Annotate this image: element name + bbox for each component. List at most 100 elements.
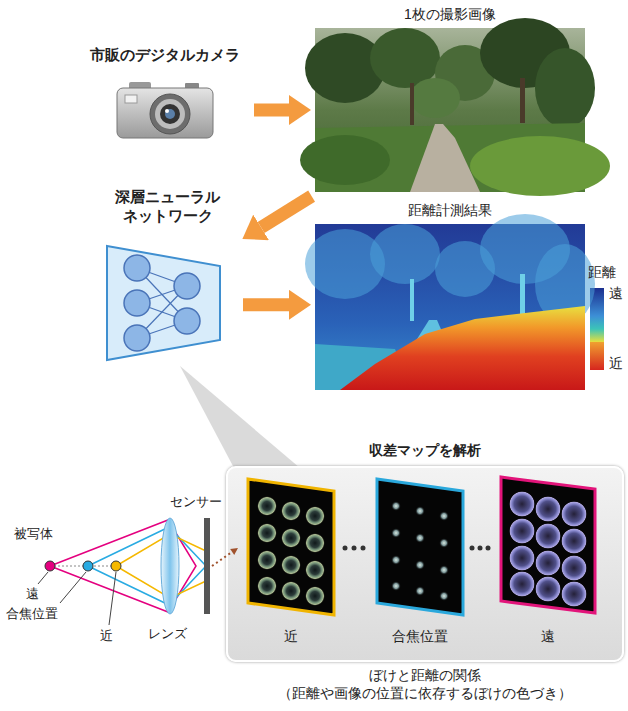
blur-spot — [415, 506, 425, 516]
blur-spot — [391, 555, 401, 565]
map-frame — [248, 479, 334, 615]
blur-spot — [305, 533, 325, 553]
leader-line — [38, 572, 48, 584]
depth-map — [315, 224, 585, 390]
near-point — [111, 561, 121, 571]
legend-text: 遠 — [609, 285, 623, 303]
leader-line — [60, 572, 86, 603]
aberration-map: 近 — [243, 476, 339, 656]
blur-map — [374, 476, 466, 618]
aberration-map: 合焦位置 — [372, 476, 468, 656]
blur-spot — [561, 501, 587, 527]
network-neuron — [124, 255, 150, 281]
part-label: レンズ — [148, 626, 187, 642]
sensor-bar — [204, 518, 210, 614]
blur-spot — [257, 576, 277, 596]
label-slot: センサー — [170, 494, 222, 510]
node-text: 1枚の撮影画像 — [404, 6, 496, 24]
blur-spot — [391, 501, 401, 511]
tree-crown — [535, 48, 595, 128]
stone-path — [410, 124, 480, 192]
blur-spot — [535, 496, 561, 522]
label-slot: 距離 — [588, 264, 616, 282]
node-text: 深層ニューラル ネットワーク — [96, 188, 239, 226]
flow-arrow — [243, 298, 289, 311]
blur-spot — [439, 511, 449, 521]
legend-text: 近 — [609, 355, 623, 373]
depth-hedge — [340, 306, 585, 390]
blur-spot — [535, 576, 561, 602]
camera-flash — [125, 95, 137, 103]
label-slot: 近 — [609, 355, 623, 373]
blur-spot — [305, 506, 325, 526]
blur-spot — [561, 528, 587, 554]
hedge — [470, 136, 610, 196]
part-label: 合焦位置 — [6, 606, 58, 622]
lens-symbol — [161, 518, 179, 614]
lens-ring — [155, 99, 185, 129]
flow-arrow — [254, 104, 289, 117]
blur-spot — [305, 560, 325, 580]
label-slot: 近 — [100, 628, 113, 644]
network-neuron — [124, 290, 150, 316]
blur-spot — [561, 555, 587, 581]
blur-spot — [509, 518, 535, 544]
blur-map — [498, 474, 598, 616]
blur-spot — [509, 545, 535, 571]
network-outline — [107, 246, 220, 360]
part-label: センサー — [170, 494, 222, 510]
node-text: 近 — [284, 628, 298, 646]
blur-spot — [561, 581, 587, 607]
colorbar-swatch — [590, 342, 604, 370]
colorbar-middle — [590, 316, 604, 342]
tree-trunk — [410, 83, 414, 125]
label-slot: レンズ — [148, 626, 187, 642]
focus-point — [83, 561, 93, 571]
lens-ring — [150, 94, 190, 134]
camera-body — [117, 88, 213, 138]
callout-wedge — [180, 366, 300, 468]
far-point — [45, 561, 55, 571]
figure-caption: ぼけと距離の関係 （距離や画像の位置に依存するぼけの色づき） — [240, 666, 610, 702]
blur-spot — [509, 571, 535, 597]
map-ground — [377, 479, 463, 615]
node-text: 合焦位置 — [392, 628, 448, 646]
caption-slot: ぼけと距離の関係 （距離や画像の位置に依存するぼけの色づき） — [240, 666, 610, 702]
park-photo — [315, 28, 585, 192]
blur-spot — [439, 538, 449, 548]
leader-line — [109, 572, 116, 625]
node-text: 遠 — [541, 628, 555, 646]
blur-spot — [439, 565, 449, 575]
lens-highlight — [165, 109, 169, 113]
lens-glass — [165, 109, 175, 119]
blur-spot — [305, 586, 325, 606]
blur-spot — [509, 491, 535, 517]
blur-spot — [415, 560, 425, 570]
blur-spot — [415, 533, 425, 543]
blur-spot — [535, 550, 561, 576]
aberration-map: 遠 — [496, 474, 600, 656]
focus-ray — [88, 527, 206, 605]
part-label: 遠 — [26, 586, 39, 602]
blur-spot — [257, 550, 277, 570]
camera-illustration — [115, 78, 215, 140]
part-label: 距離 — [588, 264, 616, 282]
blur-spot — [535, 523, 561, 549]
blur-spot — [281, 501, 301, 521]
hedge — [300, 135, 390, 185]
tree-crown — [410, 78, 460, 118]
map-frame — [377, 479, 463, 615]
map-ground — [248, 479, 334, 615]
blur-spot — [281, 581, 301, 601]
part-label: 近 — [100, 628, 113, 644]
camera-box: 市販のデジタルカメラ — [80, 46, 250, 143]
blur-spot — [281, 528, 301, 548]
network-icon — [101, 244, 226, 362]
aberration-panel: 収差マップを解析近合焦位置遠 — [226, 466, 624, 662]
lens-glass — [160, 104, 180, 124]
photo-box: 1枚の撮影画像 — [315, 6, 585, 194]
blur-map — [245, 476, 337, 618]
tree-trunk — [520, 78, 525, 123]
blur-spot — [257, 523, 277, 543]
